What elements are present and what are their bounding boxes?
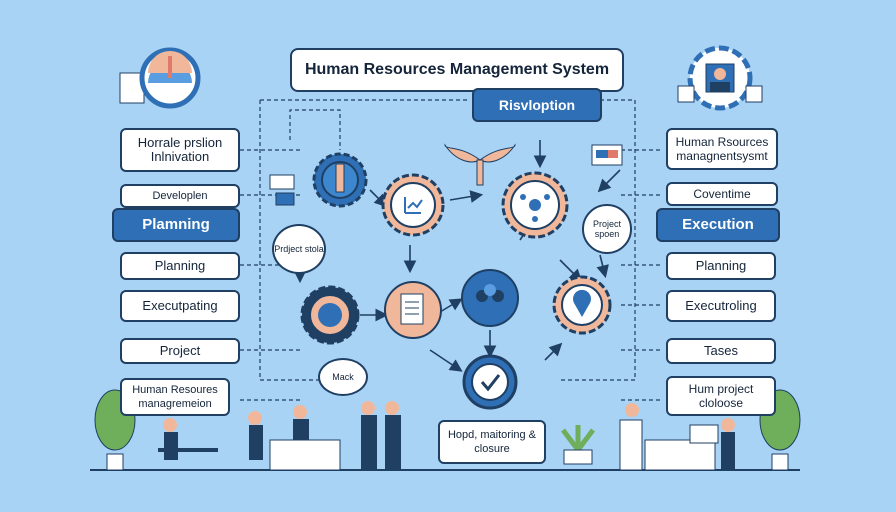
right-card-1: Human Rsources managnentsysmt bbox=[666, 128, 778, 170]
office-people-right bbox=[619, 403, 735, 471]
gauge-icon bbox=[119, 47, 201, 109]
right-card-7: Hum project cloloose bbox=[666, 376, 776, 416]
left-card-3: Plamning bbox=[112, 208, 240, 242]
chat-icon bbox=[269, 174, 295, 206]
right-card-6: Tases bbox=[666, 338, 776, 364]
team-icon bbox=[461, 269, 519, 327]
document-icon bbox=[384, 281, 442, 339]
left-card-2: Developlen bbox=[120, 184, 240, 208]
chart-gear-icon bbox=[381, 173, 445, 237]
right-card-3: Execution bbox=[656, 208, 780, 242]
check-icon bbox=[462, 354, 518, 410]
right-card-4: Planning bbox=[666, 252, 776, 280]
gear-icon-mid-left bbox=[300, 285, 360, 345]
left-card-5: Executpating bbox=[120, 290, 240, 322]
left-card-1: Horrale prslion Inlnivation bbox=[120, 128, 240, 172]
mack-bubble: Mack bbox=[318, 358, 368, 396]
right-card-5: Executroling bbox=[666, 290, 776, 322]
project-status-bubble: Prdject stola bbox=[272, 224, 326, 274]
gear-icon-top bbox=[312, 152, 368, 208]
left-card-7: Human Resoures managremeion bbox=[120, 378, 230, 416]
monitoring-closure-box: Hopd, maitoring & closure bbox=[438, 420, 546, 464]
profile-icon bbox=[677, 45, 763, 111]
left-card-4: Planning bbox=[120, 252, 240, 280]
plant-icon-center bbox=[561, 425, 595, 465]
location-gear-icon bbox=[552, 275, 612, 335]
flag-icon bbox=[591, 144, 623, 166]
left-card-6: Project bbox=[120, 338, 240, 364]
subtitle-box: Risvloption bbox=[472, 88, 602, 122]
right-card-2: Coventime bbox=[666, 182, 778, 206]
page-title: Human Resources Management System bbox=[290, 48, 624, 92]
wings-icon bbox=[444, 143, 516, 186]
flow-arrows bbox=[293, 140, 621, 372]
project-spoen-bubble: Project spoen bbox=[582, 204, 632, 254]
network-gear-icon bbox=[501, 171, 569, 239]
office-people-left bbox=[158, 401, 401, 471]
